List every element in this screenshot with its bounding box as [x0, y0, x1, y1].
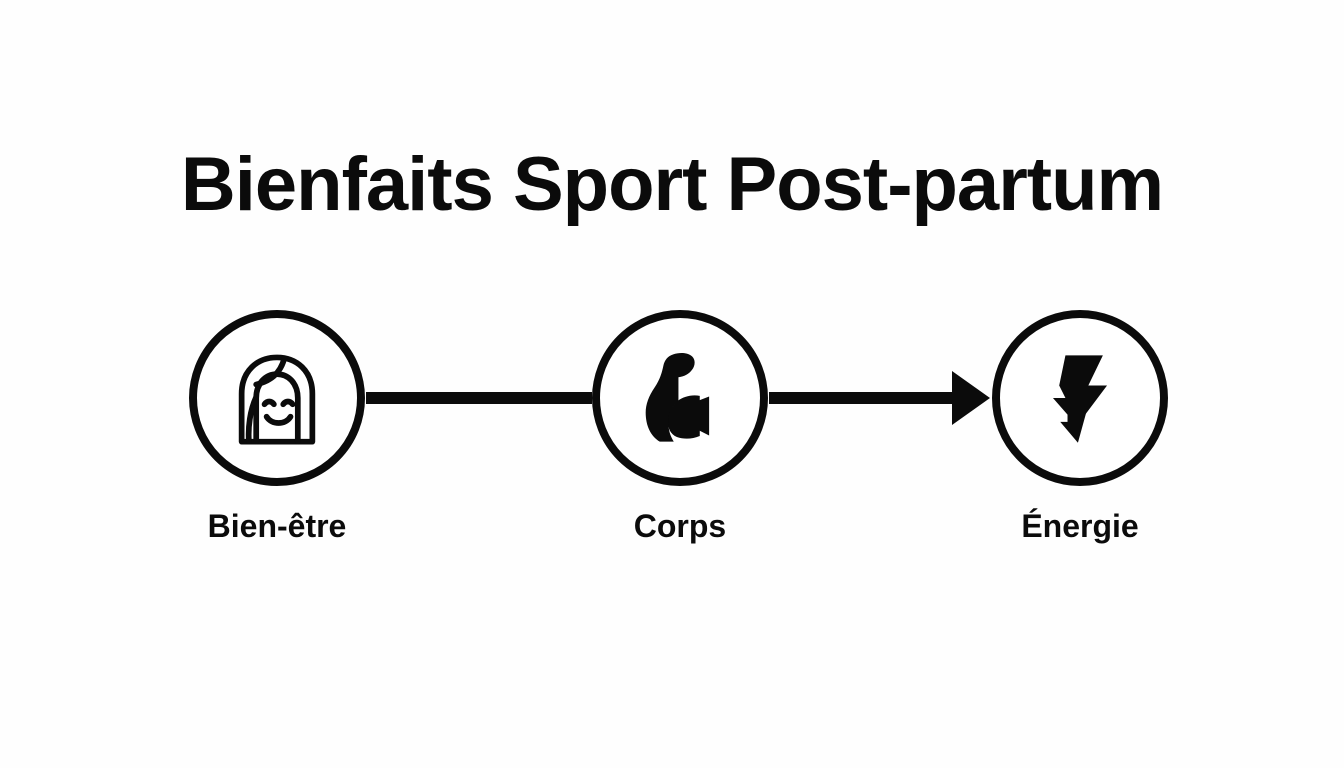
woman-smiling-face-icon — [238, 354, 316, 445]
flexed-bicep-icon — [645, 352, 710, 442]
connector-line-bienetre-corps — [366, 392, 592, 404]
node-circle — [189, 310, 365, 486]
lightning-bolt-icon — [1052, 355, 1108, 443]
flow-node-corps[interactable]: Corps — [592, 310, 768, 544]
flow-node-bien-etre[interactable]: Bien-être — [189, 310, 365, 544]
page-title: Bienfaits Sport Post-partum — [180, 142, 1164, 227]
flow-node-label-energie: Énergie — [1021, 508, 1139, 544]
flow-node-label-corps: Corps — [633, 508, 727, 544]
flow-node-label-bien-etre: Bien-être — [207, 508, 347, 544]
node-circle — [592, 310, 768, 486]
connector-line-corps-energie — [769, 392, 954, 404]
flow-node-energie[interactable]: Énergie — [992, 310, 1168, 544]
arrowhead-icon — [952, 371, 990, 425]
